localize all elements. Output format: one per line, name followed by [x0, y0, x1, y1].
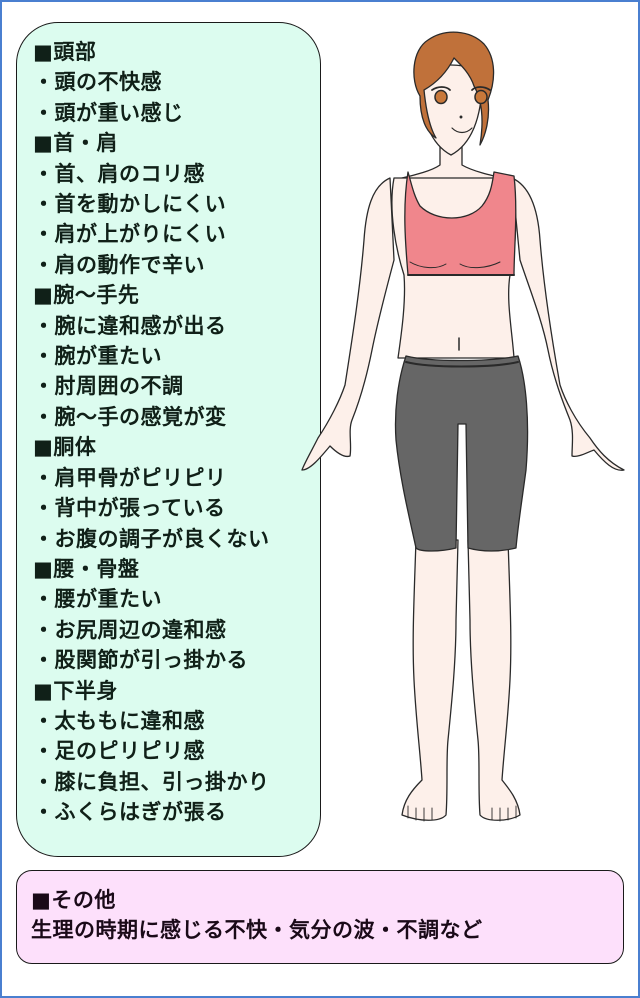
list-item: ・太ももに違和感 — [33, 708, 205, 733]
list-item: ・足のピリピリ感 — [33, 739, 205, 764]
list-item: ・背中が張っている — [33, 496, 226, 521]
list-item: ・肩の動作で辛い — [33, 252, 205, 277]
list-item: ・首を動かしにくい — [33, 192, 227, 217]
list-item: ・腕〜手の感覚が変 — [33, 404, 227, 429]
list-item: ・腕に違和感が出る — [33, 313, 227, 338]
list-item: ・膝に負担、引っ掛かり — [33, 769, 270, 794]
other-symptoms-panel: ■その他 生理の時期に感じる不快・気分の波・不調など — [16, 870, 624, 964]
category-lower-body-title: ■下半身 — [33, 678, 118, 703]
category-other-title: ■その他 — [31, 888, 116, 912]
list-item: ・肩が上がりにくい — [33, 222, 227, 247]
list-item: ・頭が重い感じ — [33, 100, 184, 125]
list-item: ・腕が重たい — [33, 344, 162, 369]
category-waist-pelvis-title: ■腰・骨盤 — [33, 556, 140, 581]
category-torso-title: ■胴体 — [33, 435, 97, 460]
list-item: ・首、肩のコリ感 — [33, 161, 205, 186]
category-arm-hand-title: ■腕〜手先 — [33, 283, 140, 308]
list-item: ・お尻周辺の違和感 — [33, 617, 227, 642]
other-symptoms-text: 生理の時期に感じる不快・気分の波・不調など — [31, 918, 483, 943]
category-head-title: ■頭部 — [33, 40, 97, 64]
list-item: ・肩甲骨がピリピリ — [33, 465, 227, 490]
list-item: ・お腹の調子が良くない — [33, 526, 270, 551]
list-item: ・頭の不快感 — [33, 70, 162, 95]
symptoms-list-panel: ■頭部 ・頭の不快感 ・頭が重い感じ ■首・肩 ・首、肩のコリ感 ・首を動かしに… — [16, 22, 321, 857]
list-item: ・ふくらはぎが張る — [33, 800, 227, 825]
list-item: ・腰が重たい — [33, 587, 162, 612]
list-item: ・股関節が引っ掛かる — [33, 648, 248, 673]
list-item: ・肘周囲の不調 — [33, 374, 184, 399]
category-neck-shoulder-title: ■首・肩 — [33, 131, 118, 156]
body-illustration — [296, 30, 640, 830]
